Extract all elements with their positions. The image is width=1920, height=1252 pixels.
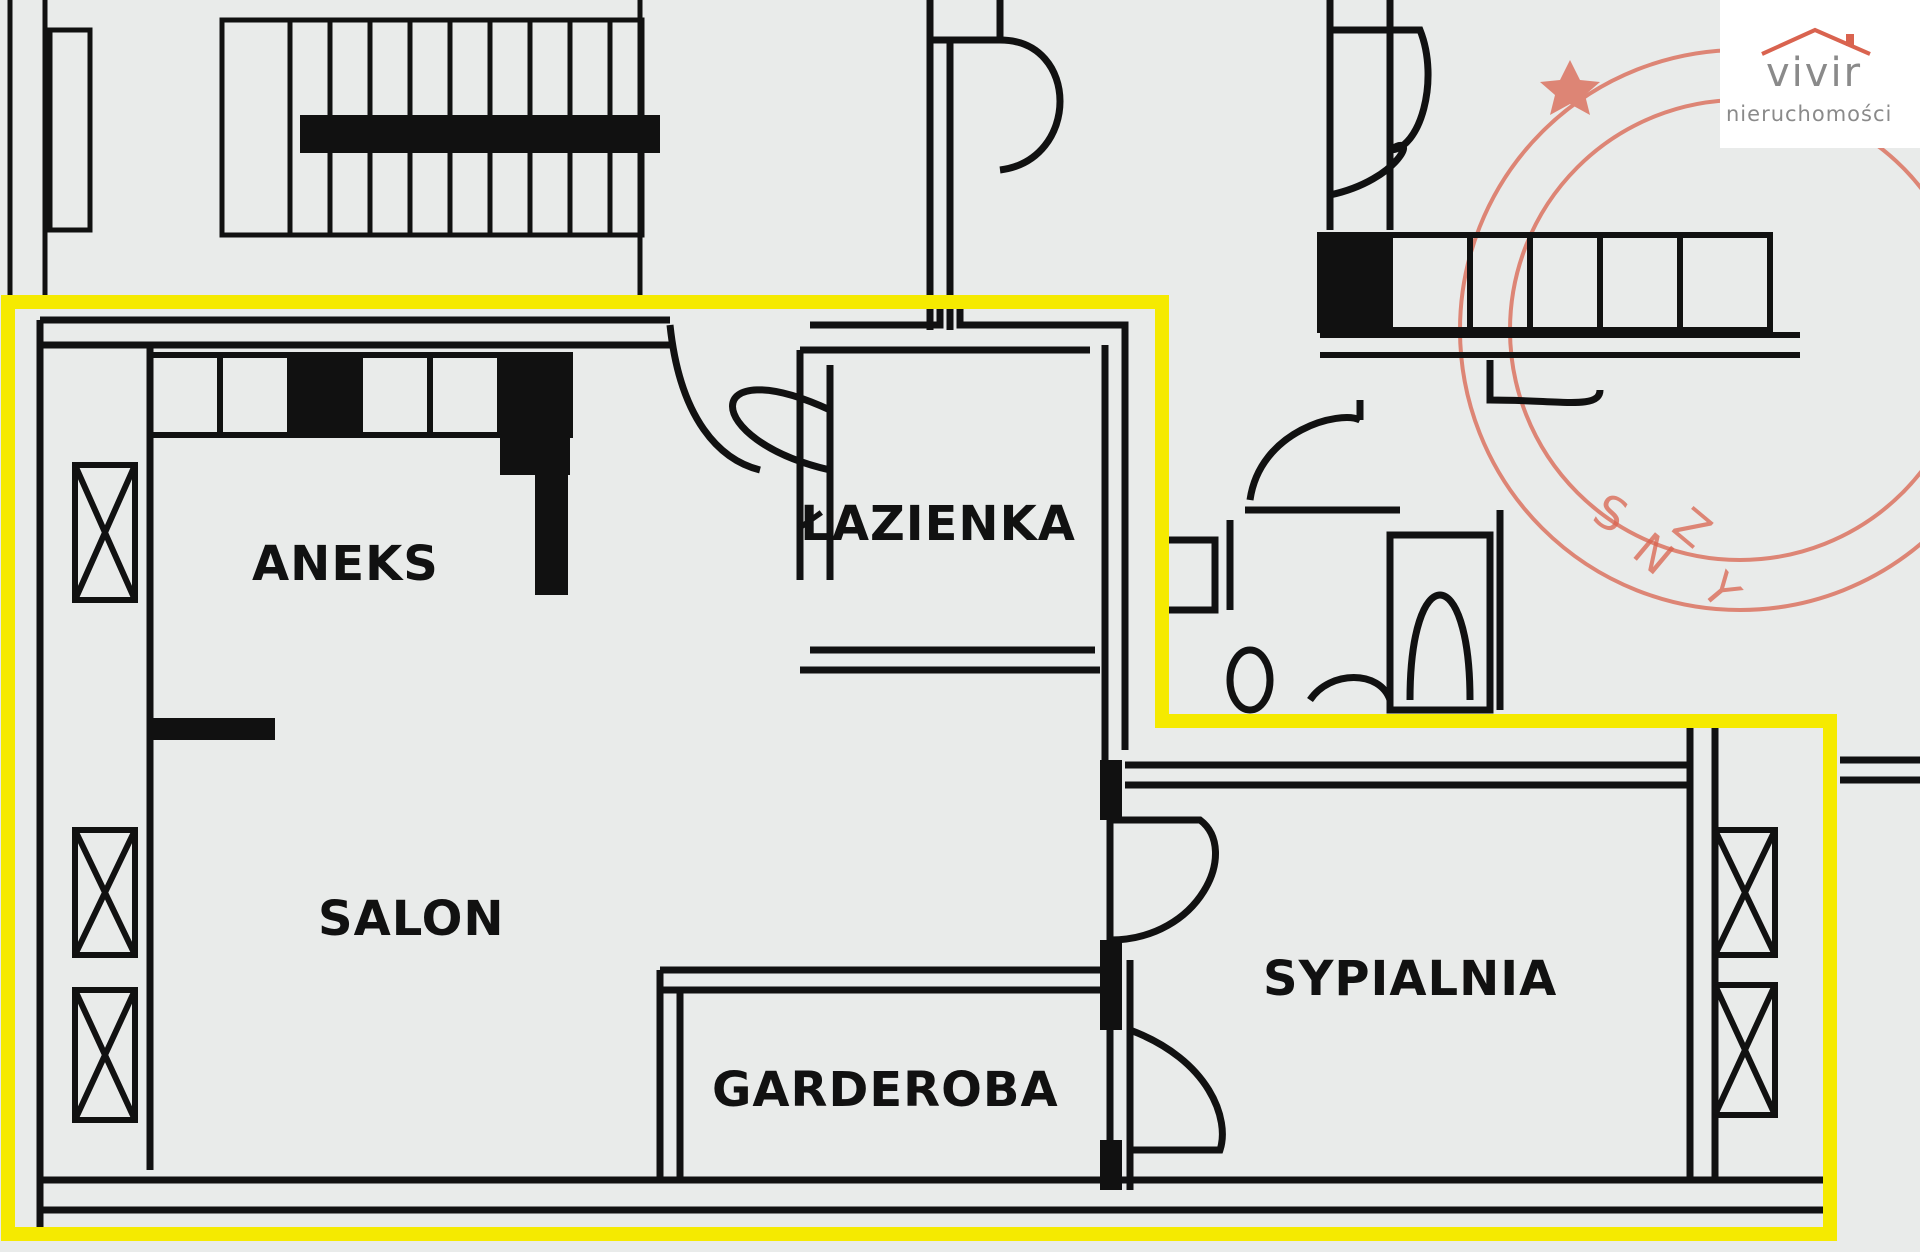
room-label-salon: SALON xyxy=(318,891,505,947)
windows-right xyxy=(1712,827,1778,1118)
apartment-highlight-outline xyxy=(1,295,1837,1241)
kitchen-hob xyxy=(290,355,360,435)
room-label-sypialnia: SYPIALNIA xyxy=(1263,951,1557,1007)
apartment-walls xyxy=(36,300,1920,1230)
windows-left xyxy=(72,462,138,1123)
kitchen-partition xyxy=(535,430,568,595)
house-roof-icon xyxy=(1761,27,1871,56)
door-jambs xyxy=(150,718,1122,1190)
room-label-aneks: ANEKS xyxy=(252,536,439,592)
room-label-lazienka: ŁAZIENKA xyxy=(797,496,1076,552)
vivir-logo: vivir nieruchomości xyxy=(1720,0,1920,148)
room-label-garderoba: GARDEROBA xyxy=(712,1062,1059,1118)
neighbour-bathroom xyxy=(1226,360,1604,714)
neighbour-hob xyxy=(1320,235,1390,330)
logo-tagline: nieruchomości xyxy=(1726,102,1893,126)
corridor-walls xyxy=(926,0,1432,330)
stair-landing-bar xyxy=(300,115,660,153)
logo-brand: vivir xyxy=(1766,50,1863,96)
